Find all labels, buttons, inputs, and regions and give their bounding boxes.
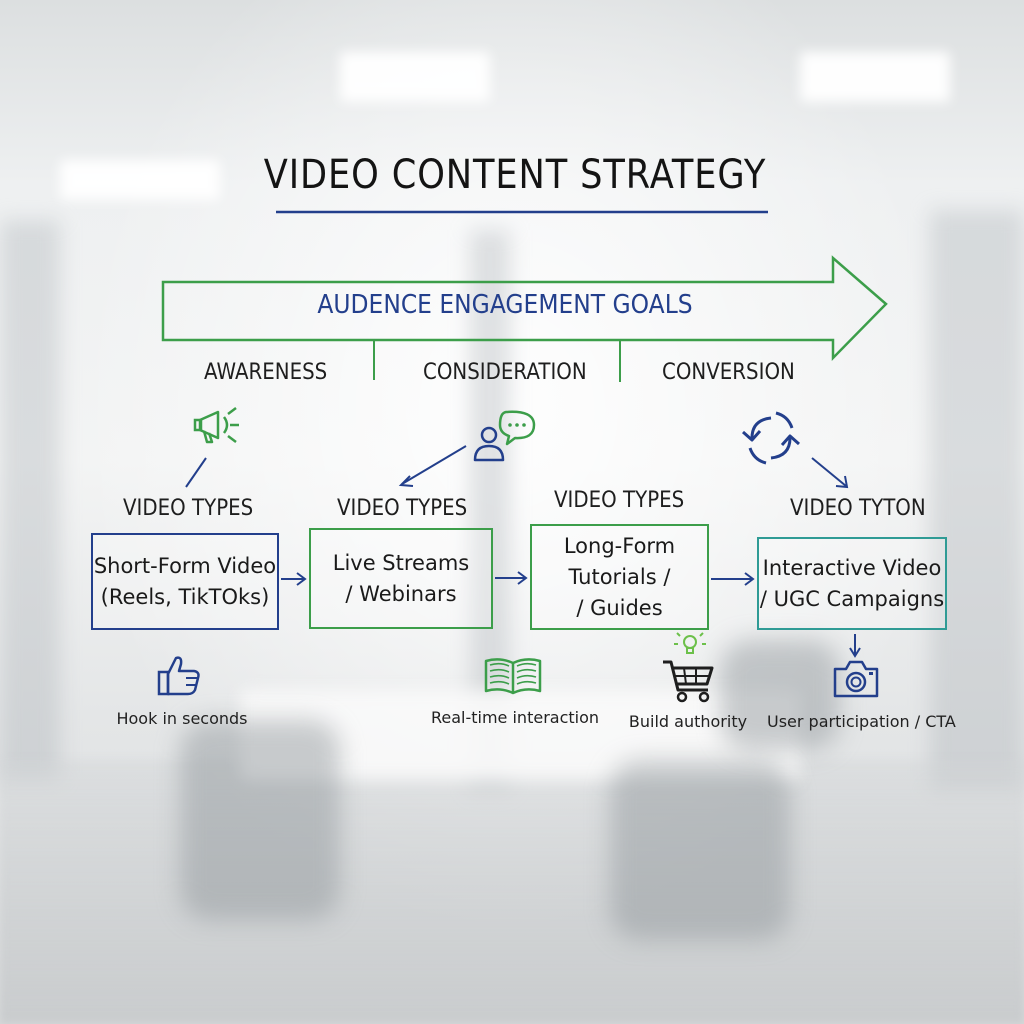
box-label-short-form: Short-Form Video (Reels, TikTOks) <box>93 553 277 609</box>
megaphone-icon <box>193 407 239 444</box>
connector-megaphone <box>185 457 207 488</box>
refresh-cycle-icon <box>742 411 800 465</box>
banner-arrow <box>161 255 888 362</box>
stage-awareness: AWARENESS <box>204 360 328 385</box>
stage-conversion: CONVERSION <box>662 360 795 385</box>
video-type-box-long-form: Long-Form Tutorials / / Guides <box>530 524 709 630</box>
lightbulb-icon <box>674 632 706 654</box>
video-type-box-interactive: Interactive Video / UGC Campaigns <box>757 537 947 630</box>
connector-refresh <box>811 457 847 487</box>
thumbs-up-icon <box>157 656 200 696</box>
video-type-box-short-form: Short-Form Video (Reels, TikTOks) <box>91 533 279 630</box>
video-type-box-live-streams: Live Streams / Webinars <box>309 528 493 629</box>
user-chat-icon <box>473 410 536 462</box>
open-book-icon <box>484 658 542 695</box>
shopping-cart-icon <box>663 632 714 703</box>
box-label-interactive: Interactive Video / UGC Campaigns <box>759 555 945 611</box>
connector-user-chat <box>401 445 467 485</box>
diagram-title: VIDEO CONTENT STRATEGY <box>263 152 767 198</box>
box-label-long-form: Long-Form Tutorials / / Guides <box>563 533 676 620</box>
column-4-heading: VIDEO TYTON <box>790 496 926 521</box>
stage-consideration: CONSIDERATION <box>423 360 587 385</box>
column-2-heading: VIDEO TYPES <box>337 496 468 521</box>
caption-participation: User participation / CTA <box>767 712 956 731</box>
column-3-heading: VIDEO TYPES <box>554 488 685 513</box>
caption-hook: Hook in seconds <box>116 709 248 728</box>
caption-authority: Build authority <box>628 712 748 731</box>
caption-realtime: Real-time interaction <box>430 708 600 727</box>
column-1-heading: VIDEO TYPES <box>123 496 254 521</box>
banner-label: AUDENCE ENGAGEMENT GOALS <box>317 290 693 320</box>
box-label-live-streams: Live Streams / Webinars <box>332 550 470 606</box>
camera-icon <box>833 660 879 698</box>
